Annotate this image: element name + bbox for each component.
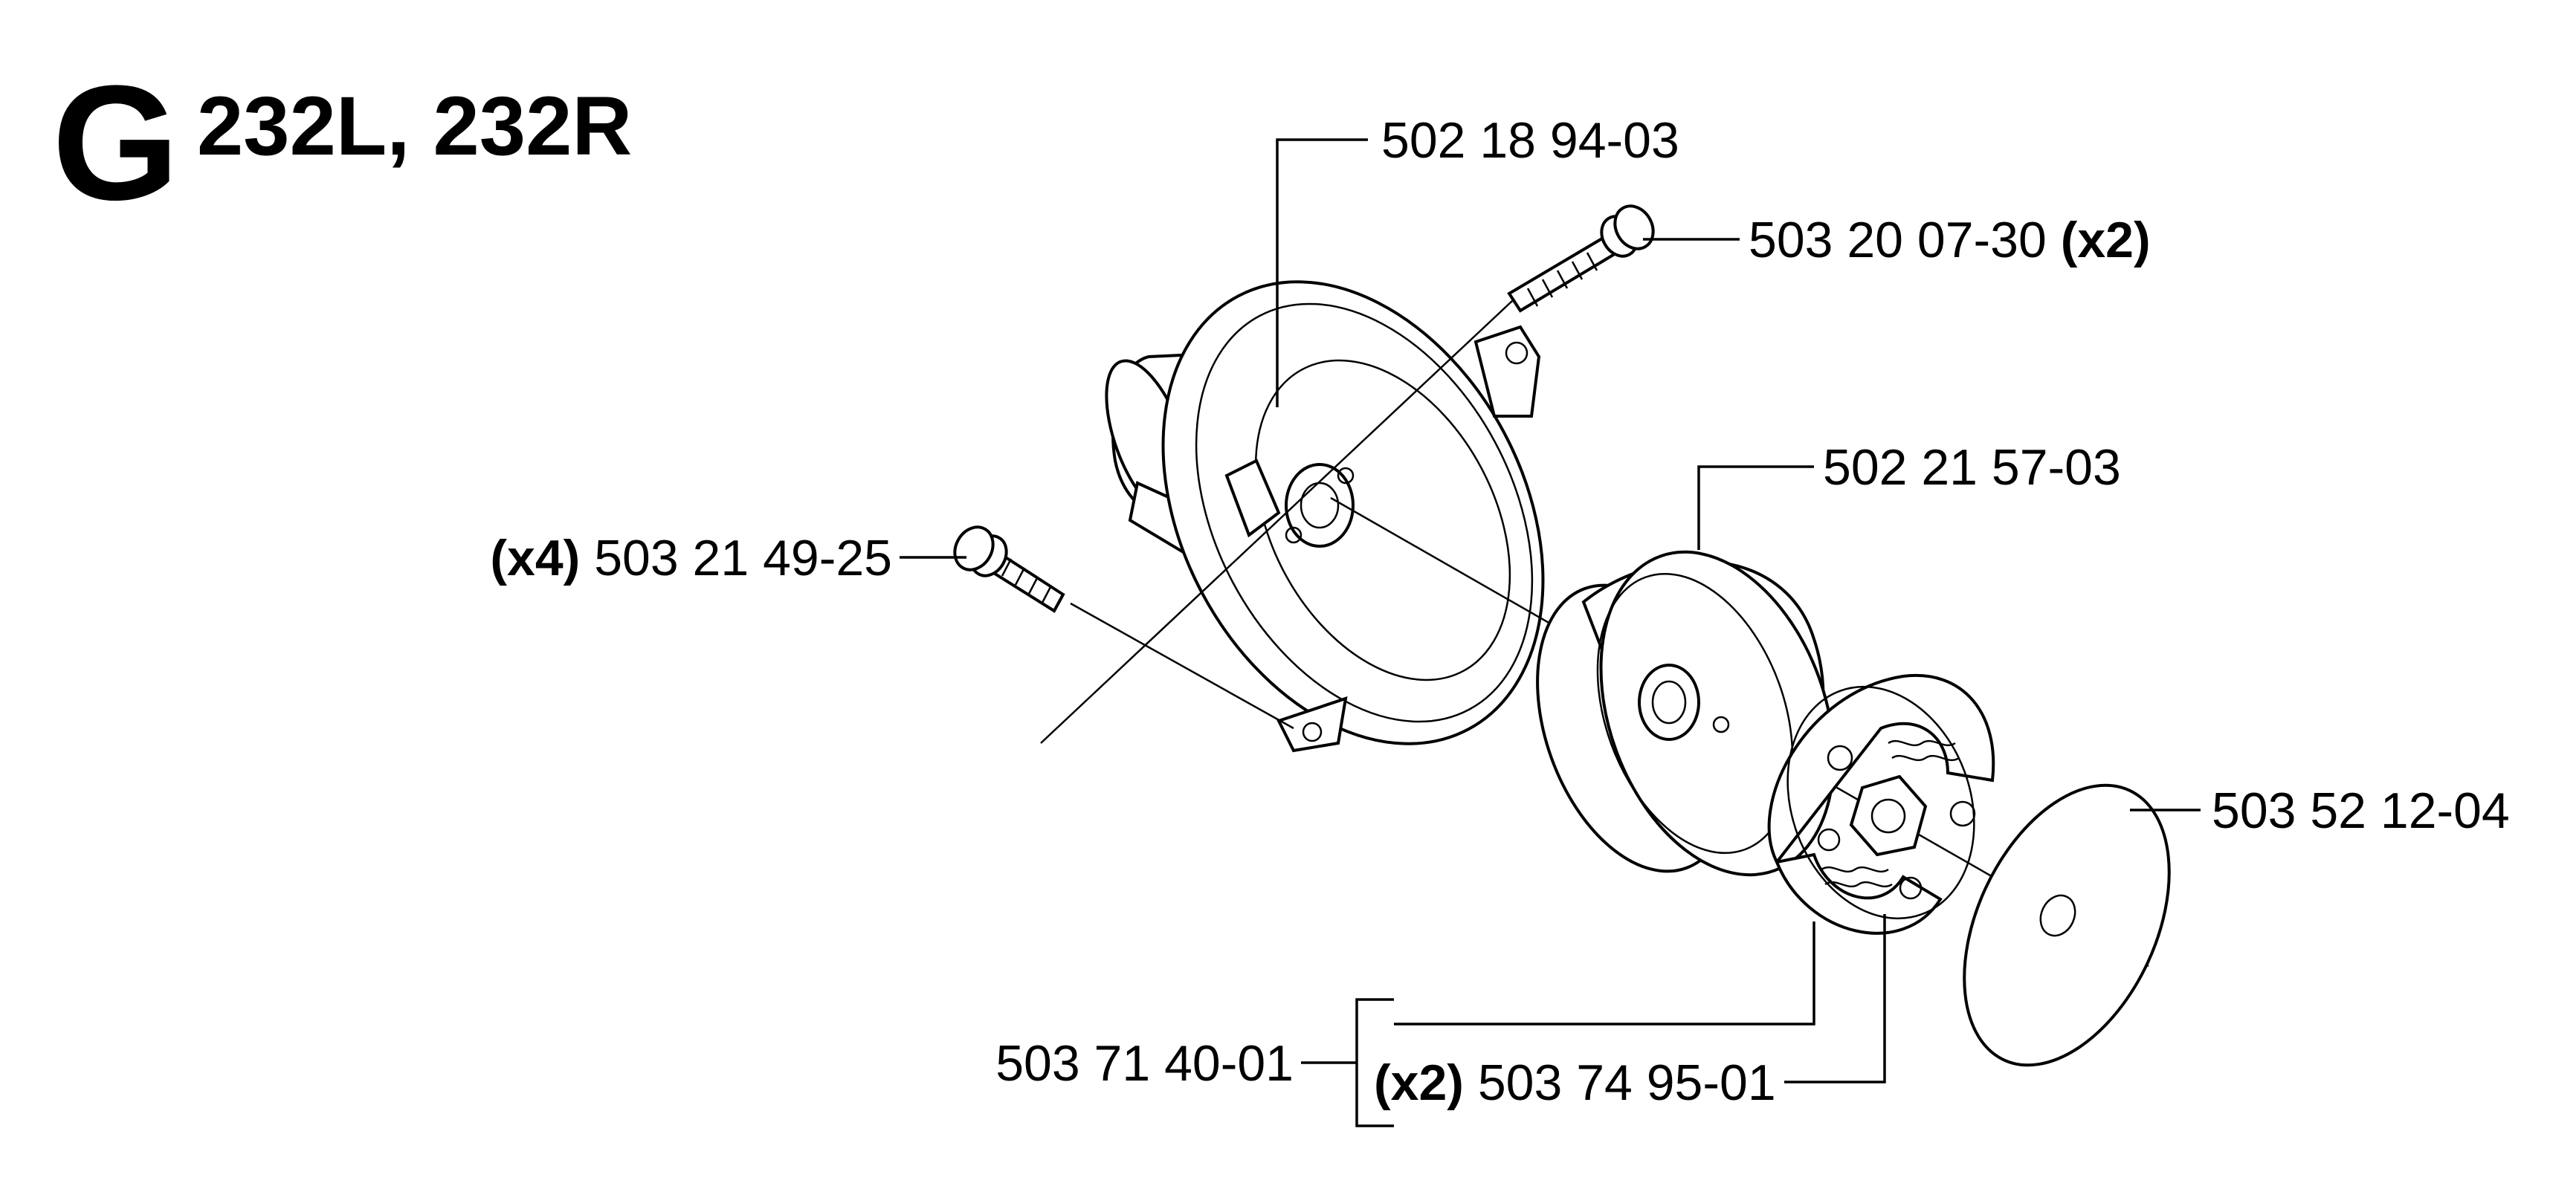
- screw-top: [1040, 204, 1655, 744]
- section-letter: G: [52, 51, 179, 234]
- clutch-housing: [1105, 280, 1545, 753]
- label-drum: 502 21 57-03: [1823, 439, 2121, 496]
- label-housing: 502 18 94-03: [1381, 112, 1679, 169]
- screw-left: [953, 525, 1294, 730]
- clutch-shoe-assembly: [1767, 673, 1995, 935]
- leader-drum: [1697, 465, 1814, 550]
- leader-shoe: [1394, 921, 1815, 1026]
- leader-spring: [1784, 914, 1886, 1084]
- leader-housing: [1276, 138, 1368, 407]
- clutch-drum: [1536, 550, 1836, 877]
- label-spring: (x2) 503 74 95-01: [1374, 1055, 1776, 1111]
- model-title: 232L, 232R: [197, 80, 632, 172]
- label-washer: 503 52 12-04: [2212, 783, 2510, 839]
- label-screw-top: 503 20 07-30 (x2): [1749, 212, 2151, 268]
- label-clutch-assembly: 503 71 40-01: [995, 1035, 1294, 1092]
- label-screw-left: (x4) 503 21 49-25: [490, 530, 892, 586]
- washer: [1963, 783, 2171, 1067]
